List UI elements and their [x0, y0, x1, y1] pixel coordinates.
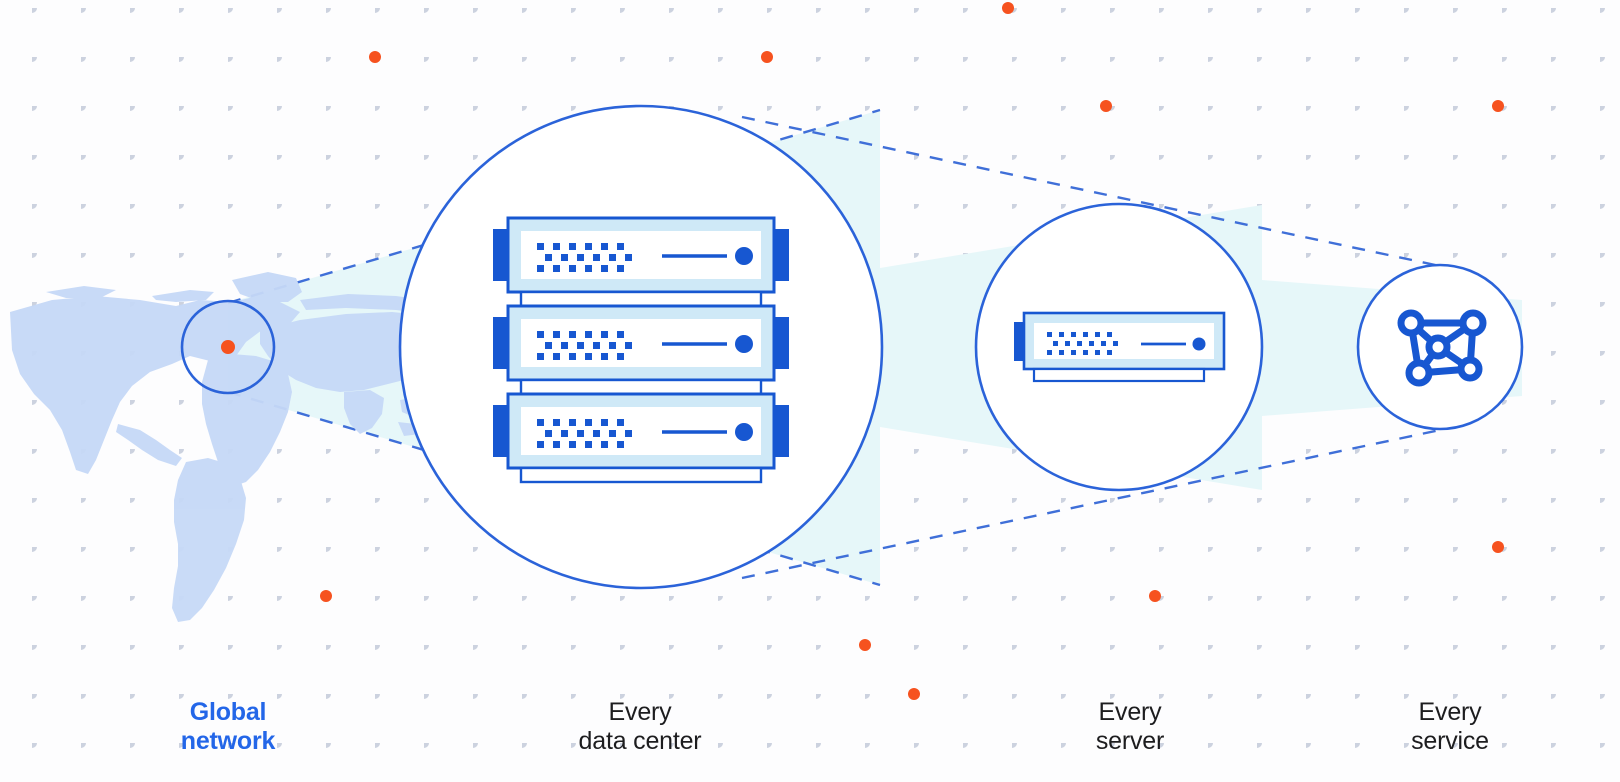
- rack-unit: [493, 216, 789, 294]
- highlight-dot: [320, 590, 332, 602]
- rack-unit: [493, 392, 789, 470]
- server-led-grid: [1047, 332, 1118, 355]
- graph-node: [1459, 309, 1487, 337]
- graph-node: [1397, 309, 1425, 337]
- rack-unit: [493, 304, 789, 382]
- server-base: [1032, 367, 1206, 383]
- highlight-dot: [908, 688, 920, 700]
- server-status-light: [1192, 337, 1206, 351]
- map-focus-dot: [221, 340, 235, 354]
- graph-node: [1425, 334, 1451, 360]
- rack-unit-led-grid: [537, 331, 632, 360]
- rack-unit-led-grid: [537, 243, 632, 272]
- graph-node: [1457, 356, 1483, 382]
- graph-node: [1405, 359, 1433, 387]
- highlight-dot: [859, 639, 871, 651]
- network-graph-nodes: [1397, 309, 1487, 387]
- label-global-network: Global network: [180, 698, 276, 755]
- rack-base: [519, 466, 763, 484]
- rack-unit-status-light: [735, 423, 753, 441]
- rack-unit-status-light: [735, 247, 753, 265]
- highlight-dot: [1100, 100, 1112, 112]
- label-every-data-center: Every data center: [578, 698, 702, 755]
- highlight-dot: [1002, 2, 1014, 14]
- map-focus-circle: [180, 299, 276, 395]
- highlight-dot: [1492, 100, 1504, 112]
- rack-unit-status-light: [735, 335, 753, 353]
- server-rack: [493, 216, 789, 484]
- highlight-dot: [369, 51, 381, 63]
- highlight-dot: [1492, 541, 1504, 553]
- highlight-dot: [761, 51, 773, 63]
- rack-unit-led-grid: [537, 419, 632, 448]
- label-every-service: Every service: [1411, 698, 1489, 755]
- single-server: [1014, 311, 1226, 383]
- label-every-server: Every server: [1095, 698, 1165, 755]
- highlight-dot: [1149, 590, 1161, 602]
